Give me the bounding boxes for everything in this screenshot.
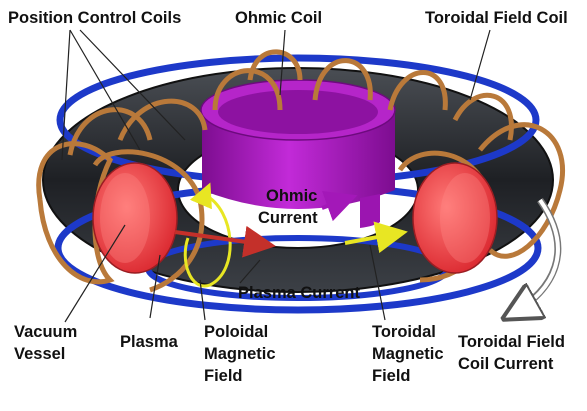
label-ohmic-current-line2: Current [258,208,318,228]
plasma-right [413,163,497,273]
label-vacuum-vessel-line1: Vacuum [14,322,77,342]
label-tf-coil-current-line1: Toroidal Field [458,332,565,352]
label-position-control-coils: Position Control Coils [8,8,181,28]
label-toroidal-line1: Toroidal [372,322,436,342]
label-plasma: Plasma [120,332,178,352]
label-plasma-current: Plasma Current [238,283,360,303]
label-vacuum-vessel-line2: Vessel [14,344,65,364]
label-ohmic-coil: Ohmic Coil [235,8,322,28]
label-toroidal-line2: Magnetic [372,344,444,364]
label-tf-coil-current-line2: Coil Current [458,354,553,374]
label-poloidal-line3: Field [204,366,243,386]
label-ohmic-current-line1: Ohmic [266,186,317,206]
label-toroidal-field-coil: Toroidal Field Coil [425,8,568,28]
label-poloidal-line1: Poloidal [204,322,268,342]
label-toroidal-line3: Field [372,366,411,386]
label-poloidal-line2: Magnetic [204,344,276,364]
